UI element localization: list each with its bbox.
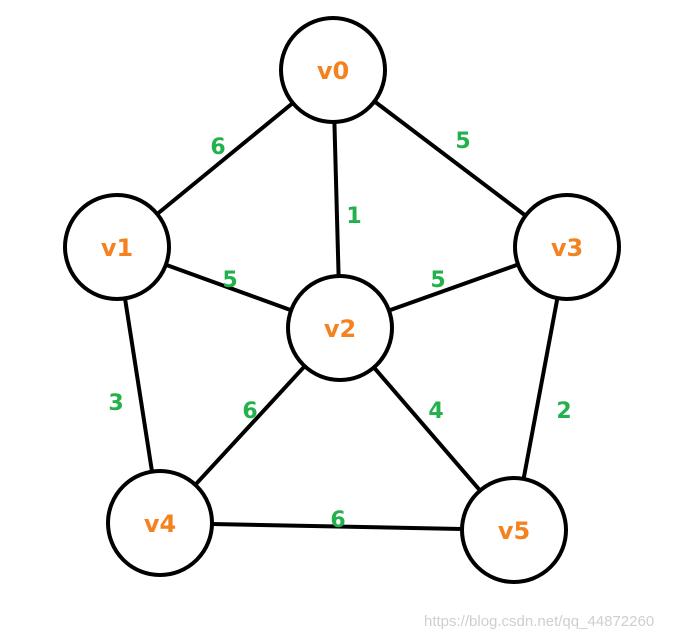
edge-weight-v0-v2: 1 <box>346 204 361 229</box>
edge-v3-v5 <box>521 297 560 480</box>
edge-weight-v2-v3: 5 <box>430 268 445 293</box>
edge-weight-v3-v5: 2 <box>556 399 571 424</box>
edge-weight-v1-v2: 5 <box>222 268 237 293</box>
edge-weight-v2-v4: 6 <box>242 399 257 424</box>
watermark-text: https://blog.csdn.net/qq_44872260 <box>424 613 655 630</box>
node-v0: v0 <box>279 16 387 124</box>
edge-weight-v4-v5: 6 <box>330 508 345 533</box>
node-v1: v1 <box>63 193 171 301</box>
node-label-v5: v5 <box>498 517 530 545</box>
node-label-v4: v4 <box>144 510 176 538</box>
edge-weight-v1-v4: 3 <box>108 391 123 416</box>
edge-v1-v4 <box>123 298 154 472</box>
node-label-v0: v0 <box>317 57 349 85</box>
edge-v4-v5 <box>211 522 463 531</box>
node-circle-v1 <box>63 193 171 301</box>
edge-v0-v2 <box>332 121 341 277</box>
edge-v0-v1 <box>155 101 295 216</box>
edges-layer <box>123 99 560 531</box>
edge-weight-v0-v3: 5 <box>455 129 470 154</box>
edge-weight-v2-v5: 4 <box>428 399 443 424</box>
node-v5: v5 <box>460 476 568 584</box>
node-v4: v4 <box>106 469 214 577</box>
node-label-v2: v2 <box>324 315 356 343</box>
edge-v2-v3 <box>388 262 519 313</box>
edge-v2-v4 <box>193 364 307 487</box>
edge-v2-v5 <box>372 366 482 492</box>
edge-v0-v3 <box>373 99 527 218</box>
node-circle-v3 <box>513 193 621 301</box>
node-v2: v2 <box>286 274 394 382</box>
edge-v1-v2 <box>165 262 292 313</box>
node-v3: v3 <box>513 193 621 301</box>
edge-weights-layer: 6 1 5 5 5 3 6 4 2 6 <box>108 129 571 533</box>
node-circle-v2 <box>286 274 394 382</box>
node-circle-v5 <box>460 476 568 584</box>
edge-weight-v0-v1: 6 <box>210 135 225 160</box>
node-label-v3: v3 <box>551 234 583 262</box>
node-label-v1: v1 <box>101 234 133 262</box>
nodes-layer: v0 v1 v2 v3 v4 v5 <box>63 16 621 584</box>
node-circle-v0 <box>279 16 387 124</box>
node-circle-v4 <box>106 469 214 577</box>
